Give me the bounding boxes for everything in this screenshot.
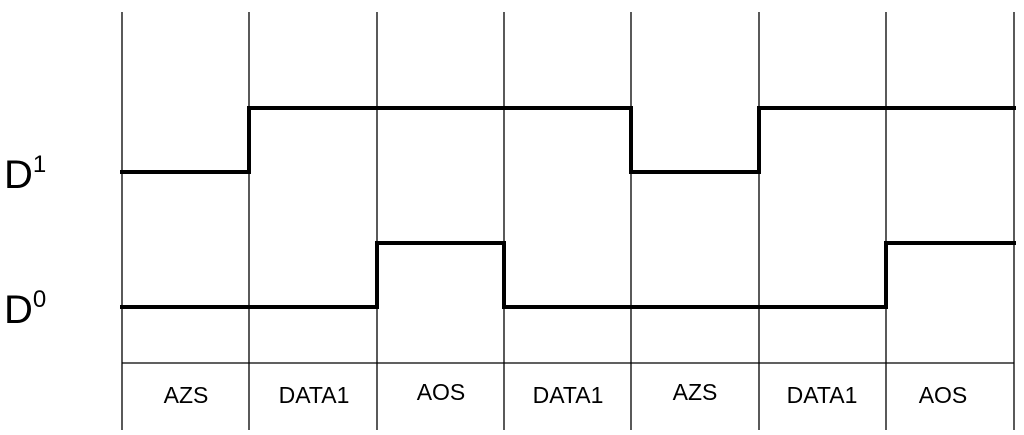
- d1-waveform: [120, 106, 1016, 174]
- phase-labels: AZS DATA1 AOS DATA1 AZS DATA1 AOS: [164, 379, 968, 408]
- phase-label: AOS: [919, 382, 968, 408]
- phase-label: AOS: [417, 379, 466, 405]
- d0-waveform: [120, 241, 1016, 309]
- signal-label-d1: D1: [4, 151, 46, 197]
- signal-label-d0: D0: [4, 286, 46, 332]
- phase-label: DATA1: [787, 382, 858, 408]
- phase-label: AZS: [164, 382, 209, 408]
- timing-grid: [121, 12, 1015, 430]
- phase-label: DATA1: [279, 382, 350, 408]
- phase-label: AZS: [673, 379, 718, 405]
- phase-label: DATA1: [533, 382, 604, 408]
